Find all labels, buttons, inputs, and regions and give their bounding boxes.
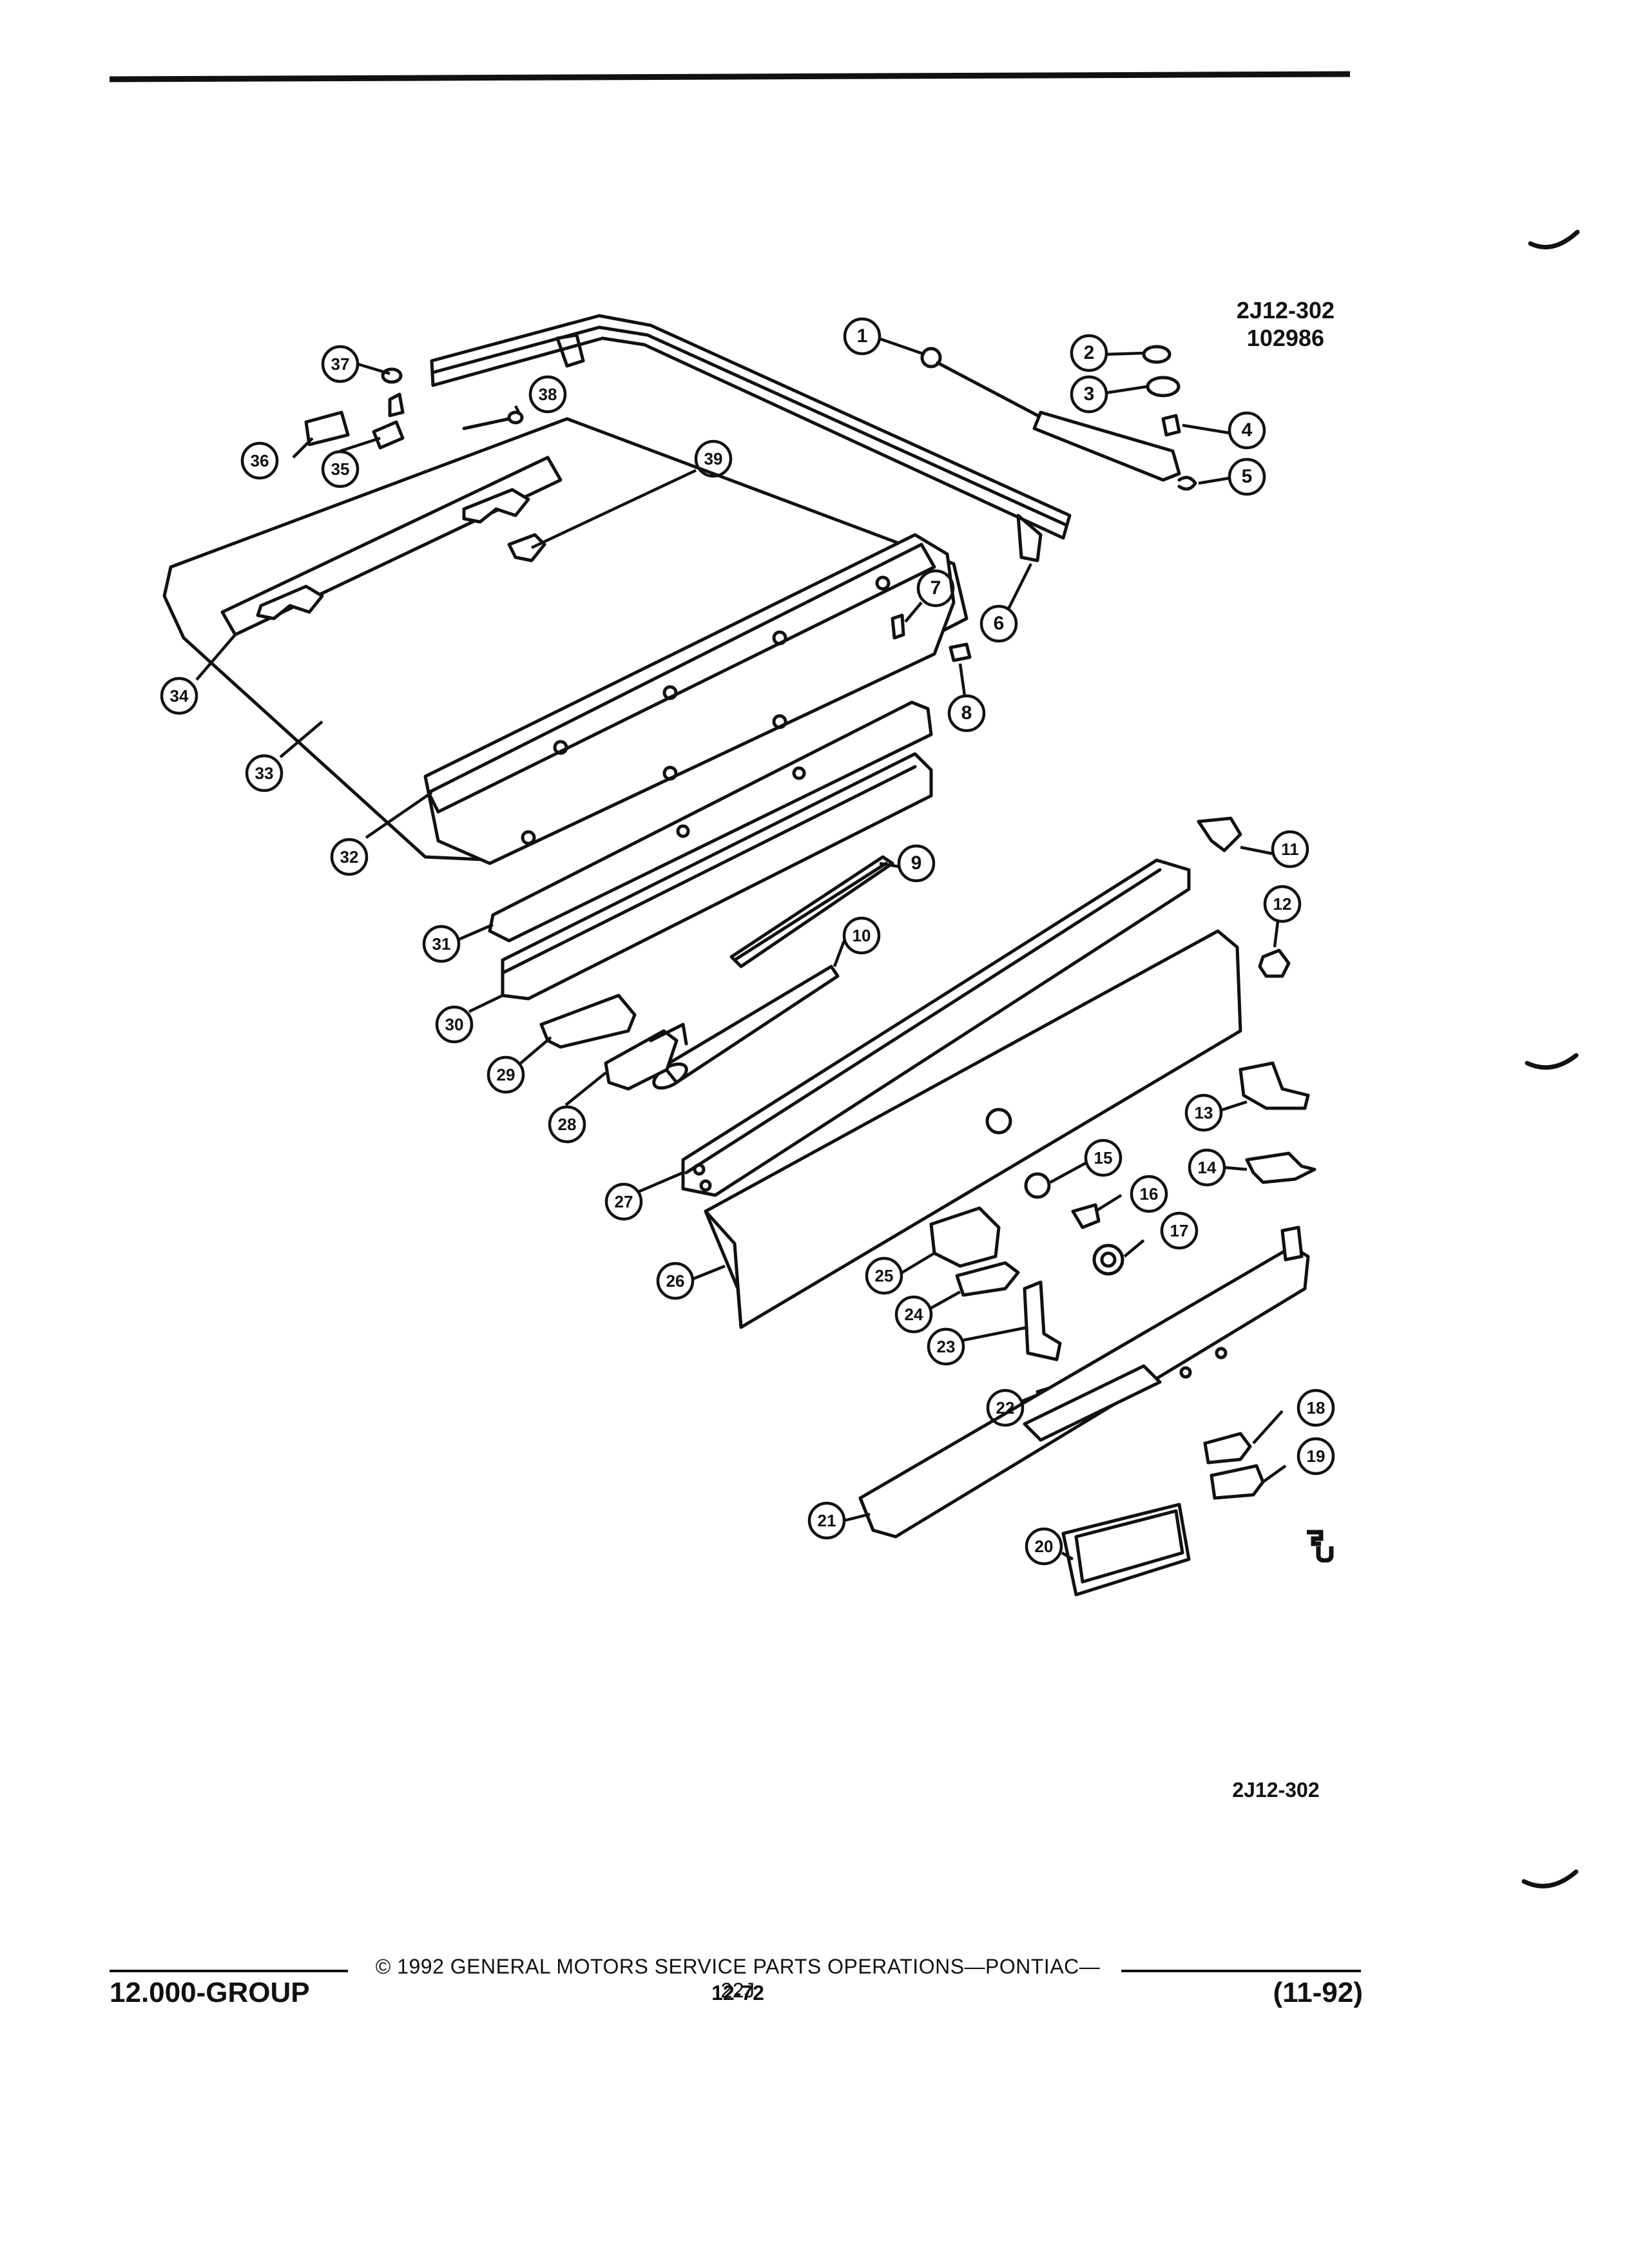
callout-38: 38 xyxy=(538,385,557,404)
callout-17: 17 xyxy=(1170,1221,1189,1240)
callout-24: 24 xyxy=(904,1305,923,1324)
callout-15: 15 xyxy=(1094,1148,1113,1168)
callout-32: 32 xyxy=(340,847,359,867)
wiper-arm xyxy=(652,965,840,1090)
callout-13: 13 xyxy=(1194,1103,1213,1122)
callout-23: 23 xyxy=(936,1337,956,1356)
drawing-date: 102986 xyxy=(1246,325,1325,351)
callout-20: 20 xyxy=(1034,1537,1054,1556)
callout-35: 35 xyxy=(331,459,350,479)
footer-page-number: 12-72 xyxy=(711,1981,764,2004)
callout-30: 30 xyxy=(445,1015,464,1034)
callout-circles xyxy=(160,317,1335,1566)
callout-3: 3 xyxy=(1083,383,1095,405)
lower-trim-strip xyxy=(488,700,933,943)
callout-9: 9 xyxy=(911,852,922,874)
upper-trim-rail xyxy=(681,858,1191,1197)
footer-date: (11-92) xyxy=(1273,1977,1363,2008)
callout-2: 2 xyxy=(1083,342,1095,363)
callout-leaders xyxy=(195,336,1287,1561)
footer-copyright: © 1992 GENERAL MOTORS SERVICE PARTS OPER… xyxy=(375,1955,1101,2002)
margin-marks xyxy=(1521,229,1580,1888)
footer-group: 12.000-GROUP xyxy=(110,1977,310,2008)
wiper-motor-bracket xyxy=(539,994,637,1049)
glass-panel xyxy=(162,417,969,862)
callout-29: 29 xyxy=(496,1065,516,1084)
callout-39: 39 xyxy=(704,449,723,468)
callout-27: 27 xyxy=(614,1192,633,1211)
callout-22: 22 xyxy=(996,1398,1015,1418)
upper-molding xyxy=(423,533,956,865)
callout-28: 28 xyxy=(557,1115,577,1134)
gm-spo-logo-icon xyxy=(1307,1530,1334,1562)
callout-19: 19 xyxy=(1306,1446,1325,1466)
bottom-drawing-code: 2J12-302 xyxy=(1232,1778,1320,1802)
hinge-studs xyxy=(304,367,524,450)
callout-33: 33 xyxy=(255,764,274,783)
center-bracket xyxy=(507,533,546,562)
callout-12: 12 xyxy=(1273,894,1292,914)
callout-14: 14 xyxy=(1197,1158,1217,1177)
drawing-code: 2J12-302 xyxy=(1236,297,1335,323)
callout-18: 18 xyxy=(1306,1398,1325,1418)
gas-support-strut xyxy=(920,345,1181,482)
callout-10: 10 xyxy=(852,926,871,945)
callout-1: 1 xyxy=(856,325,868,347)
callout-31: 31 xyxy=(432,934,451,954)
callout-34: 34 xyxy=(169,686,189,706)
callout-37: 37 xyxy=(331,354,350,374)
top-rule xyxy=(109,71,1351,82)
footer-rule-right xyxy=(1121,1970,1361,1972)
upper-frame-weatherstrip xyxy=(430,314,1072,562)
callout-4: 4 xyxy=(1241,419,1253,441)
callout-5: 5 xyxy=(1241,466,1253,487)
callout-6: 6 xyxy=(993,613,1005,634)
inner-panel xyxy=(704,929,1242,1329)
callout-11: 11 xyxy=(1281,840,1299,859)
callout-8: 8 xyxy=(961,702,972,724)
callout-36: 36 xyxy=(250,451,269,470)
wiper-blade xyxy=(729,855,894,968)
wiper-motor xyxy=(604,1023,688,1091)
license-plate-pocket xyxy=(1061,1503,1191,1597)
callout-26: 26 xyxy=(666,1271,685,1291)
callout-21: 21 xyxy=(817,1511,836,1530)
lower-garnish xyxy=(858,1225,1310,1539)
callout-25: 25 xyxy=(874,1266,894,1285)
callout-7: 7 xyxy=(930,577,941,599)
callout-16: 16 xyxy=(1139,1184,1159,1204)
glass-hinges xyxy=(256,488,530,620)
footer-rule-left xyxy=(110,1970,348,1972)
